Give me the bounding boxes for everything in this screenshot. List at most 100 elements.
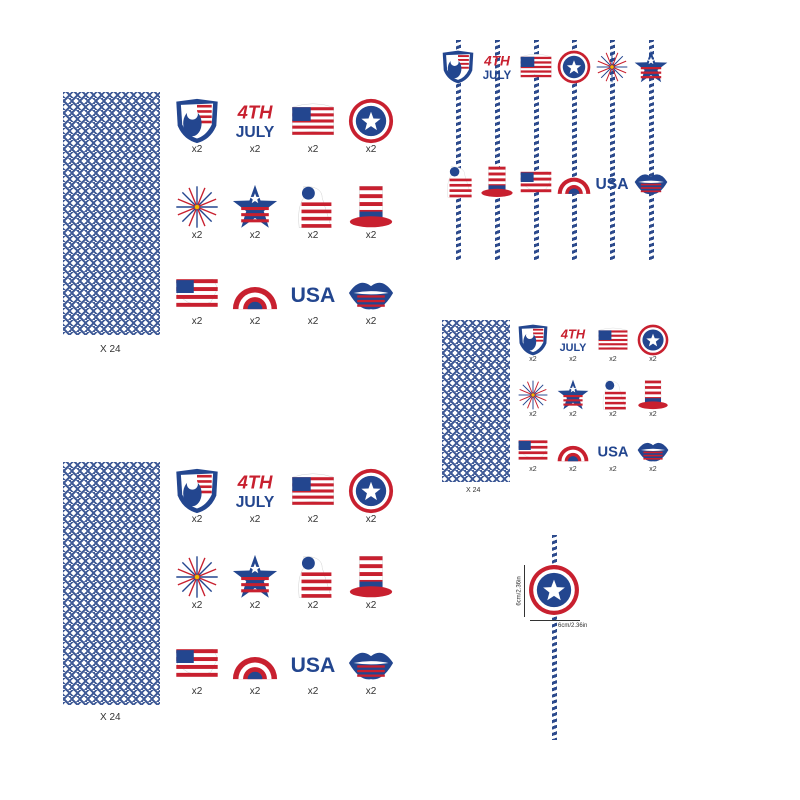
uncle-sam-hat-icon [349,556,393,598]
flag-icon [292,473,334,506]
quantity-label: x2 [307,600,319,611]
star-icon [634,50,668,83]
topper-item: x2 [633,324,673,379]
height-dimension-line [524,565,525,617]
quantity-label: x2 [529,356,537,363]
shield-eagle-icon [442,50,474,84]
quantity-label: x2 [649,411,657,418]
straw-topper [595,50,629,89]
svg-text:USA: USA [291,654,336,677]
topper-item: x2 [226,640,284,726]
svg-text:USA: USA [596,176,629,193]
topper-item: x2 [553,434,593,489]
topper-item: USA x2 [284,270,342,356]
quantity-label: x2 [191,144,203,155]
topper-item: x2 [226,554,284,640]
star-badge-icon [348,468,394,514]
uncle-sam-hat-icon [349,186,393,228]
topper-item: x2 [342,554,400,640]
shield-eagle-icon [176,468,218,514]
star-icon [232,554,278,598]
rainbow-icon [557,177,591,194]
straw [649,40,654,260]
lips-icon [634,174,668,195]
quantity-label: x2 [249,514,261,525]
rainbow-icon [232,287,278,310]
svg-text:4TH: 4TH [560,326,586,341]
star-icon [232,184,278,228]
quantity-label: x2 [529,411,537,418]
quantity-label: x2 [609,356,617,363]
topper-item: x2 [168,640,226,726]
topper-item: x2 [168,270,226,356]
straw-topper: USA [595,165,629,204]
topper-item: x2 [342,270,400,356]
straw-topper: 4TH JULY [480,50,514,89]
quantity-label: x2 [569,356,577,363]
svg-text:JULY: JULY [560,342,588,354]
topper-item: x2 [168,98,226,184]
quantity-label: x2 [191,600,203,611]
quantity-label: x2 [249,600,261,611]
topper-item: x2 [226,184,284,270]
quantity-label: x2 [249,686,261,697]
quantity-label: x2 [365,686,377,697]
rainbow-icon [557,445,589,462]
straw-count: X 24 [100,344,121,355]
topper-item: x2 [633,379,673,434]
topper-item: x2 [284,184,342,270]
quantity-label: x2 [191,230,203,241]
lips-icon [637,442,669,462]
width-dimension-line [530,620,580,621]
quantity-label: x2 [307,514,319,525]
fireworks-icon [176,556,218,598]
svg-text:USA: USA [291,284,336,307]
usa-text-icon: USA [597,444,628,460]
topper-item: x2 [168,468,226,554]
quantity-label: x2 [307,316,319,327]
topper-item: x2 [168,554,226,640]
quantity-label: x2 [307,230,319,241]
usa-text-icon: USA [291,654,336,677]
rainbow-icon [232,657,278,680]
svg-text:JULY: JULY [483,70,512,82]
paper-straws-bundle [63,462,160,705]
svg-text:USA: USA [597,444,628,460]
straw-topper [519,50,553,89]
svg-text:4TH: 4TH [237,472,273,493]
star-badge-icon [637,324,669,356]
topper-item: x2 [553,379,593,434]
star-badge-topper [528,564,580,621]
topper-item: x2 [342,184,400,270]
width-dimension-label: 6cm/2.36in [558,623,588,629]
straw-topper [557,165,591,204]
usa-text-icon: USA [291,284,336,307]
fireworks-icon [518,380,548,410]
svg-text:4TH: 4TH [483,53,511,68]
straw [610,40,615,260]
quantity-label: x2 [307,686,319,697]
straw [572,40,577,260]
quantity-label: x2 [649,356,657,363]
eagle-icon [602,380,627,410]
topper-item: USA x2 [284,640,342,726]
topper-item: x2 [513,434,553,489]
quantity-label: x2 [191,514,203,525]
uncle-sam-hat-icon [638,380,668,410]
usa-map-icon [518,440,548,460]
topper-item: x2 [513,379,553,434]
quantity-label: x2 [365,144,377,155]
flag-icon [520,54,552,78]
shield-eagle-icon [176,98,218,144]
quantity-label: x2 [365,316,377,327]
topper-item: x2 [593,324,633,379]
topper-item: x2 [284,468,342,554]
eagle-icon [447,166,472,198]
straw [495,40,500,260]
eagle-icon [298,556,332,598]
